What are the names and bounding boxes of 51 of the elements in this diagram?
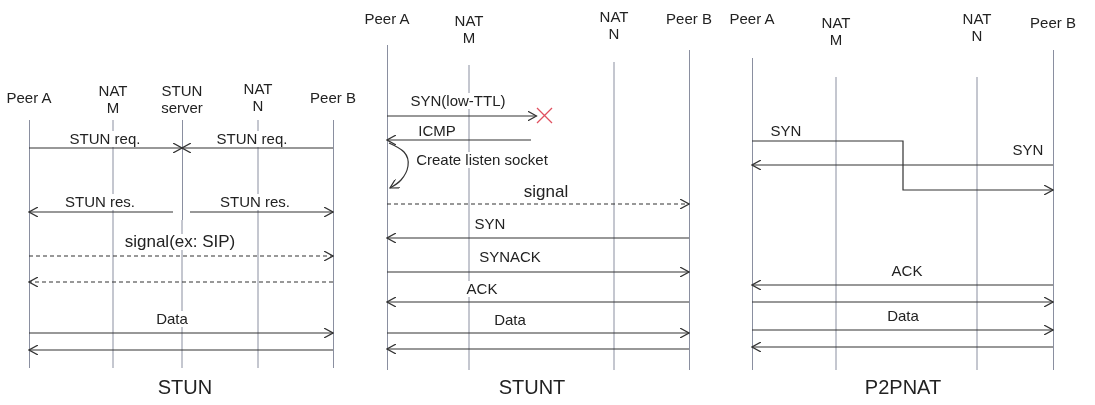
edge-label: SYN bbox=[1010, 142, 1046, 158]
message-arrow bbox=[28, 250, 334, 262]
edge-label: SYNACK bbox=[477, 249, 543, 265]
message-arrow bbox=[751, 341, 1054, 353]
edge-label: STUN req. bbox=[214, 131, 290, 147]
message-arrow bbox=[28, 344, 334, 356]
participant-lifeline: NAT N bbox=[957, 10, 997, 46]
edge-label: SYN(low-TTL) bbox=[408, 93, 508, 109]
message-arrow bbox=[388, 142, 409, 189]
message-arrow bbox=[189, 206, 334, 218]
edge-label: signal(ex: SIP) bbox=[122, 234, 238, 250]
panel-label: STUN bbox=[157, 376, 213, 398]
message-arrow bbox=[386, 343, 690, 355]
edge-label: ACK bbox=[889, 263, 925, 279]
message-arrow bbox=[386, 198, 690, 210]
message-arrow bbox=[28, 327, 334, 339]
message-arrow bbox=[751, 296, 1054, 308]
message-arrow bbox=[386, 110, 538, 122]
edge-label: STUN res. bbox=[218, 194, 292, 210]
edge-label: STUN res. bbox=[63, 194, 137, 210]
edge-label: ACK bbox=[464, 281, 500, 297]
message-arrow bbox=[28, 206, 174, 218]
message-arrow bbox=[386, 232, 690, 244]
message-arrow bbox=[386, 266, 690, 278]
panel-label: STUNT bbox=[498, 376, 566, 398]
message-arrow bbox=[751, 279, 1054, 291]
participant-lifeline: NAT M bbox=[93, 82, 133, 118]
message-arrow bbox=[751, 140, 1054, 196]
message-arrow bbox=[28, 142, 183, 154]
edge-label: signal bbox=[521, 184, 571, 200]
message-arrow bbox=[28, 276, 334, 288]
edge-label: SYN bbox=[768, 123, 804, 139]
edge-label: Create listen socket bbox=[414, 152, 550, 168]
message-arrow bbox=[386, 327, 690, 339]
edge-label: Data bbox=[885, 308, 921, 324]
cross-mark bbox=[536, 108, 552, 123]
edge-label: STUN req. bbox=[67, 131, 143, 147]
participant-lifeline: NAT N bbox=[238, 80, 278, 116]
participant-lifeline: NAT M bbox=[816, 14, 856, 50]
message-arrow bbox=[386, 296, 690, 308]
panel-label: P2PNAT bbox=[864, 376, 942, 398]
participant-lifeline: NAT N bbox=[594, 8, 634, 44]
message-arrow bbox=[751, 324, 1054, 336]
edge-label: Data bbox=[154, 311, 190, 327]
edge-label: ICMP bbox=[416, 123, 458, 139]
message-arrow bbox=[751, 159, 1054, 171]
edge-label: SYN bbox=[472, 216, 508, 232]
message-arrow bbox=[181, 142, 334, 154]
edge-label: Data bbox=[492, 312, 528, 328]
participant-lifeline: NAT M bbox=[449, 12, 489, 48]
message-arrow bbox=[386, 134, 532, 146]
